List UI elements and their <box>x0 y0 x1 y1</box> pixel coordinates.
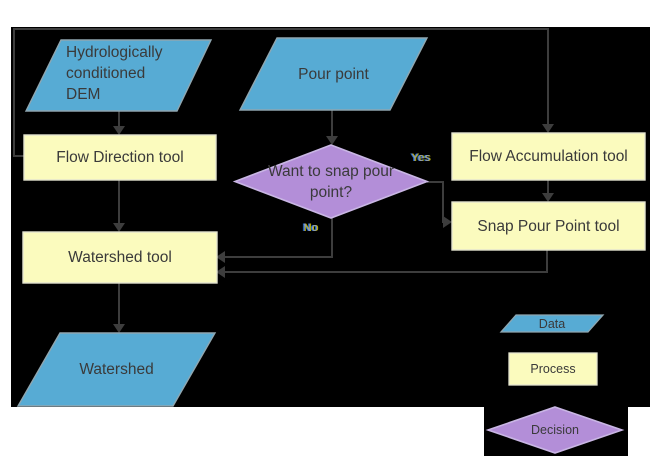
legend-data-label: Data <box>538 316 566 331</box>
node-snap-pour-point-shape <box>451 201 646 251</box>
edge-label-yes: Yes <box>411 152 431 164</box>
edge-decision-no-to-watershedtool <box>224 218 333 258</box>
node-flow-direction-shape <box>23 134 217 181</box>
arrowhead-down-icon <box>542 193 554 202</box>
node-watershed-tool-shape <box>22 231 218 284</box>
node-dem-label: Hydrologically conditioned DEM <box>66 44 163 103</box>
node-decision-label: Want to snap pour point? <box>267 162 395 201</box>
node-decision-shape <box>232 144 430 219</box>
arrowhead-down-icon <box>113 223 125 232</box>
arrowhead-down-icon <box>542 124 554 133</box>
edge-snappourpoint-to-watershedtool <box>224 250 548 273</box>
legend-decision-label: Decision <box>531 423 579 437</box>
arrowhead-left-icon <box>216 251 225 263</box>
legend-data-shape <box>499 314 605 333</box>
connector-arrowheads <box>113 124 554 333</box>
node-flow-accumulation-shape <box>451 132 646 181</box>
edge-label-no: No <box>303 222 319 234</box>
arrowhead-down-icon <box>113 324 125 333</box>
node-dem-shape <box>24 39 213 112</box>
legend-decision-shape <box>485 406 625 454</box>
node-watershed-tool-label: Watershed tool <box>68 249 172 266</box>
node-pour-point-shape <box>238 37 429 111</box>
node-pour-point-label: Pour point <box>298 65 369 83</box>
legend-process-shape <box>508 352 598 386</box>
legend-process-label: Process <box>530 362 576 376</box>
arrowhead-down-icon <box>326 136 338 145</box>
arrowhead-right-icon <box>443 216 452 228</box>
node-flow-direction-label: Flow Direction tool <box>56 149 184 166</box>
arrowhead-down-icon <box>113 126 125 135</box>
node-watershed-shape <box>16 332 217 407</box>
node-watershed-label: Watershed <box>79 361 154 378</box>
node-snap-pour-point-label: Snap Pour Point tool <box>477 217 620 235</box>
node-flow-accumulation-label: Flow Accumulation tool <box>469 148 628 165</box>
arrowhead-left-icon <box>216 266 225 278</box>
edge-flowdirection-to-flowaccumulation <box>13 28 549 157</box>
